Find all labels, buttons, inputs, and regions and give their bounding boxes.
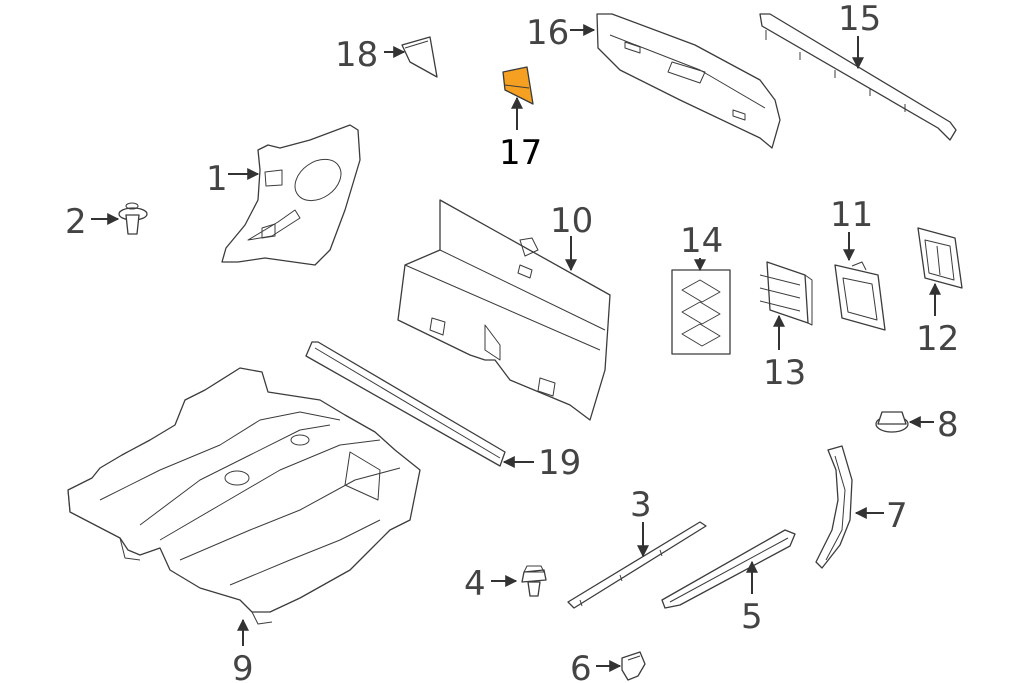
- part-6-retainer[interactable]: [621, 651, 646, 681]
- part-11-vent-frame[interactable]: [834, 261, 886, 331]
- part-15-trim-strip[interactable]: [759, 13, 957, 141]
- callout-6: 6: [570, 649, 592, 683]
- part-14-label-set[interactable]: [671, 269, 731, 355]
- callout-15: 15: [838, 0, 881, 39]
- part-13-vent-grille[interactable]: [759, 261, 813, 326]
- part-10-rear-panel[interactable]: [397, 199, 611, 421]
- callout-3: 3: [630, 485, 652, 525]
- part-4-push-clip[interactable]: [521, 565, 547, 597]
- callout-4: 4: [464, 564, 486, 604]
- callout-2: 2: [65, 202, 87, 242]
- callout-9: 9: [232, 649, 254, 683]
- callout-8: 8: [937, 405, 959, 445]
- part-3-thin-strip[interactable]: [567, 521, 707, 609]
- part-12-latch-cover[interactable]: [917, 227, 963, 289]
- callout-17: 17: [499, 133, 542, 173]
- callout-12: 12: [916, 319, 959, 359]
- part-19-sill-strip[interactable]: [305, 341, 506, 467]
- callout-14: 14: [680, 221, 723, 261]
- part-7-arch-trim[interactable]: [815, 445, 853, 569]
- part-2-clip[interactable]: [118, 202, 148, 235]
- part-8-plug[interactable]: [875, 411, 909, 433]
- part-16-rear-trim-panel[interactable]: [596, 13, 781, 149]
- callout-5: 5: [741, 597, 763, 637]
- callout-11: 11: [830, 195, 873, 235]
- callout-18: 18: [335, 35, 378, 75]
- part-5-sill-plate[interactable]: [661, 529, 796, 609]
- part-1-pillar-trim[interactable]: [221, 124, 361, 266]
- callout-1: 1: [206, 159, 228, 199]
- callout-7: 7: [886, 496, 908, 536]
- callout-16: 16: [526, 13, 569, 53]
- part-18-trim-piece[interactable]: [401, 36, 438, 78]
- callout-10: 10: [550, 201, 593, 241]
- part-9-floor-carpet[interactable]: [67, 367, 421, 625]
- callout-19: 19: [538, 443, 581, 483]
- part-17-bracket-highlighted[interactable]: [502, 66, 534, 105]
- callout-13: 13: [763, 353, 806, 393]
